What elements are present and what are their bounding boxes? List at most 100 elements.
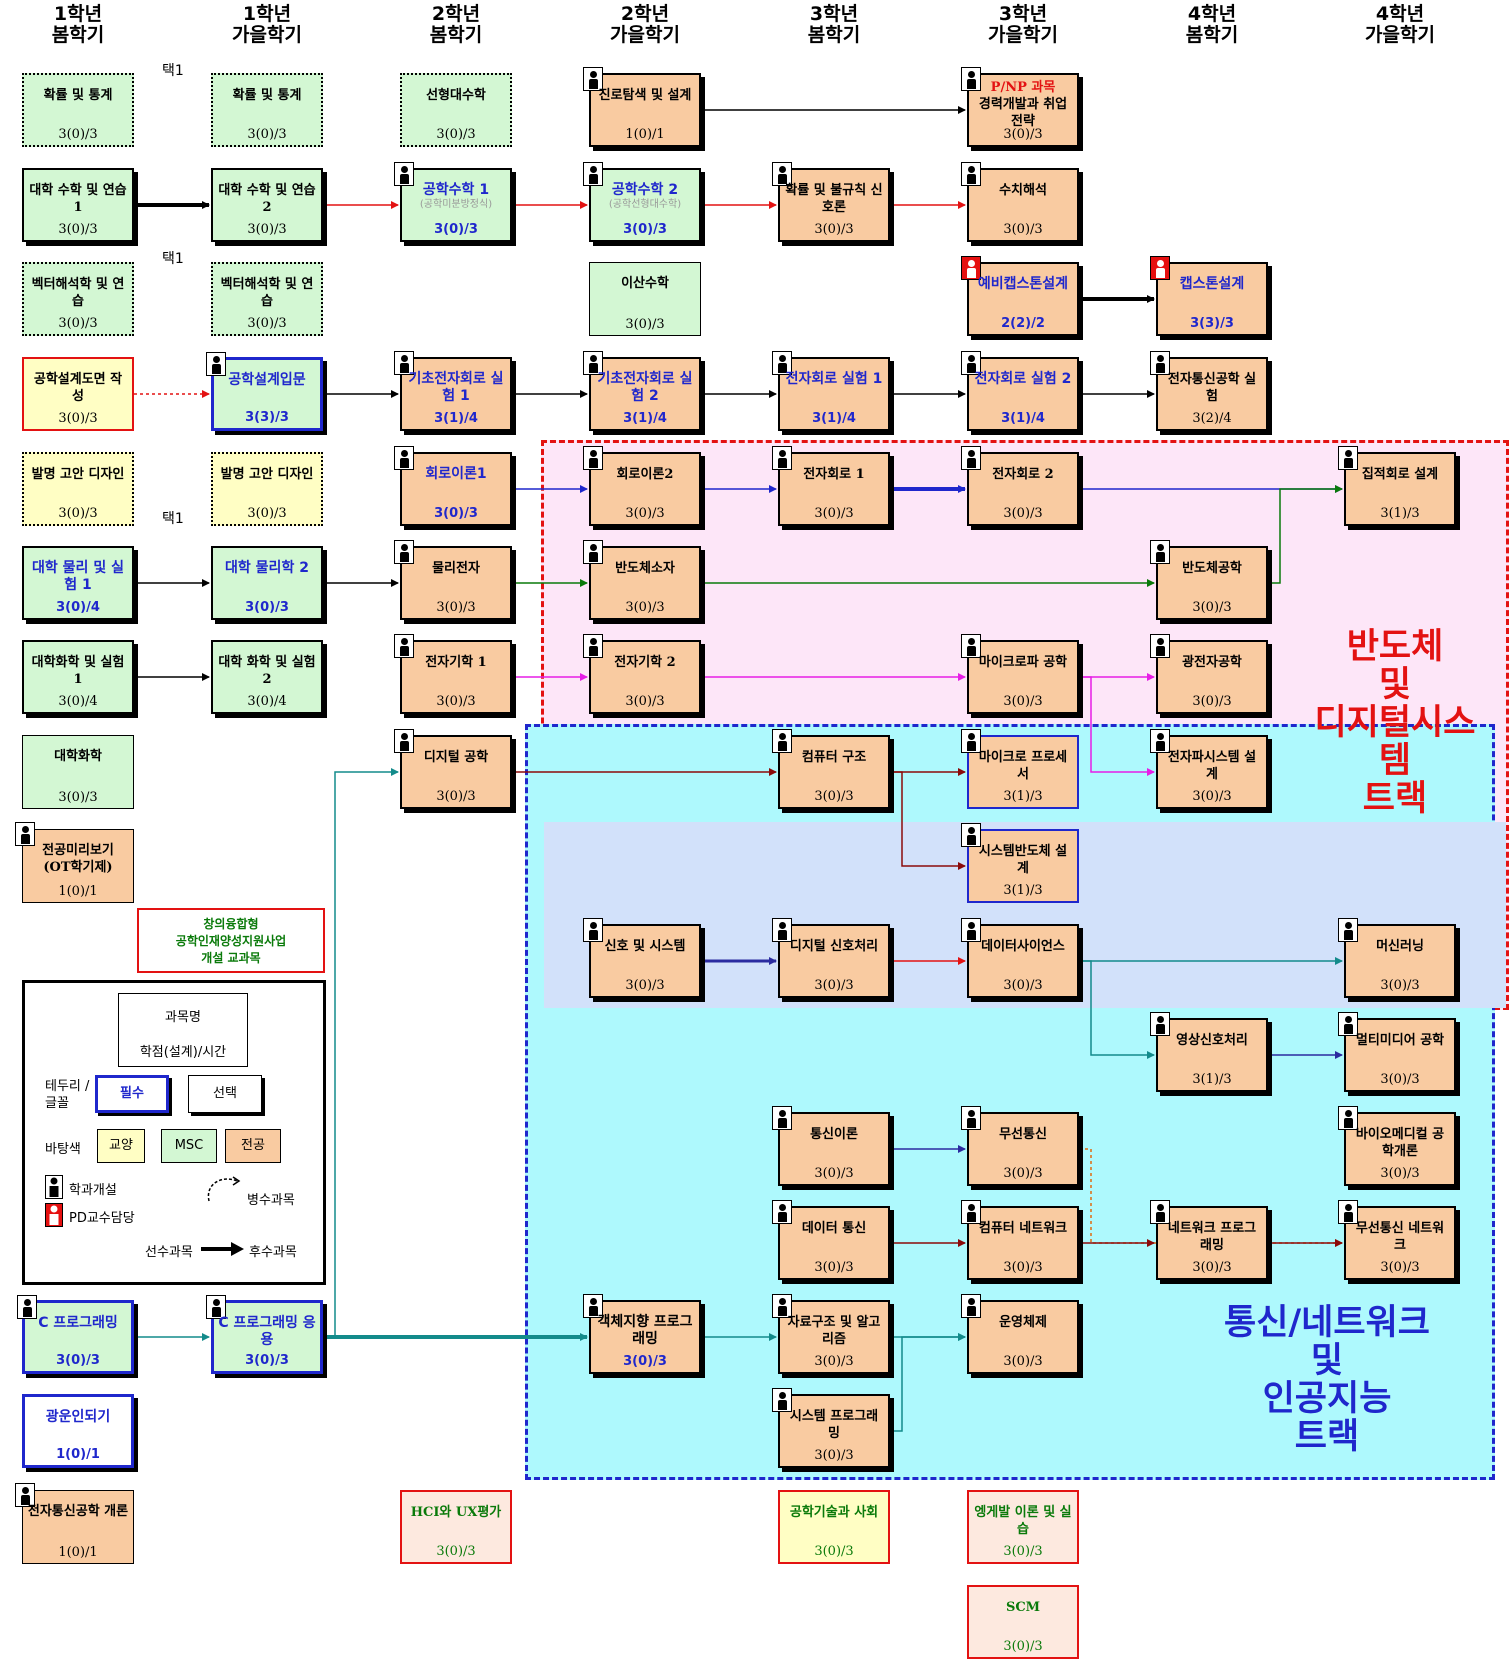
course-credit: 3(0)/3 xyxy=(436,789,476,804)
choice-tag: 택1 xyxy=(160,508,186,528)
course-box[interactable]: 전공미리보기 (OT학기제)1(0)/1 xyxy=(15,822,134,903)
course-credit: 3(0)/3 xyxy=(245,600,289,615)
course-name: 선형대수학 xyxy=(426,88,486,103)
legend-major: 전공 xyxy=(225,1129,281,1163)
course-name: 확률 및 불규칙 신호론 xyxy=(785,183,883,215)
course-name: 전자통신공학 실험 xyxy=(1167,372,1257,404)
course-credit: 3(0)/3 xyxy=(623,222,667,237)
course-name: 대학 물리 및 실험 1 xyxy=(32,560,124,593)
course-name: 기초전자회로 실험 2 xyxy=(597,371,693,404)
course-box[interactable]: 공학수학 2(공학선형대수학)3(0)/3 xyxy=(583,162,701,242)
person-icon xyxy=(583,446,603,470)
course-box[interactable]: 공학수학 1(공학미분방정식)3(0)/3 xyxy=(394,162,512,242)
course-name: 데이터 통신 xyxy=(801,1221,867,1236)
person-icon xyxy=(772,446,792,470)
pd-person-icon xyxy=(1150,256,1170,280)
person-icon xyxy=(206,352,226,376)
course-credit: 3(1)/3 xyxy=(1380,506,1420,521)
course-credit: 3(1)/3 xyxy=(1003,883,1043,898)
course-credit: 3(0)/3 xyxy=(1380,978,1420,993)
course-credit: 3(0)/3 xyxy=(814,1354,854,1369)
course-name: 무선통신 네트워크 xyxy=(1355,1221,1445,1253)
course-name: HCI와 UX평가 xyxy=(410,1505,502,1520)
course-credit: 1(0)/1 xyxy=(625,127,665,142)
course-name: 기초전자회로 실험 1 xyxy=(408,371,504,404)
person-icon xyxy=(206,1295,226,1319)
course-name: 대학 수학 및 연습 1 xyxy=(29,183,127,215)
legend-pd-prof: PD교수담당 xyxy=(69,1211,135,1226)
